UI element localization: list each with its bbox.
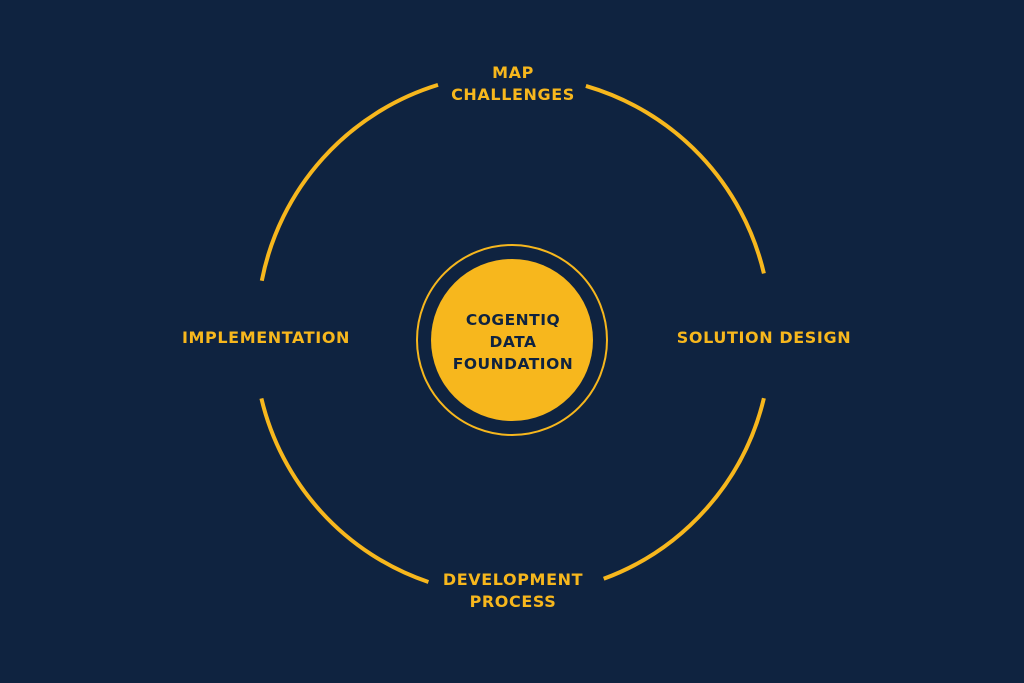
- stage-bottom-line-2: PROCESS: [469, 592, 557, 611]
- stage-left-line-1: IMPLEMENTATION: [181, 328, 351, 347]
- ring-arc-bottom-left: [259, 397, 430, 584]
- stage-top-line-1: MAP: [492, 63, 534, 82]
- ring-arc-top-right: [585, 83, 766, 274]
- center-outer-ring: [416, 244, 608, 436]
- ring-arc-bottom-right: [603, 397, 766, 581]
- stage-right-line-1: SOLUTION DESIGN: [676, 328, 852, 347]
- center-label-line-2: DATA: [489, 333, 537, 351]
- stage-label-map-challenges: MAP CHALLENGES: [432, 62, 594, 106]
- ring-arc-top-left: [259, 82, 439, 282]
- stage-bottom-line-1: DEVELOPMENT: [442, 570, 584, 589]
- stage-label-development-process: DEVELOPMENT PROCESS: [432, 569, 594, 613]
- center-hub: [431, 259, 593, 421]
- stage-top-line-2: CHALLENGES: [451, 85, 575, 104]
- center-hub-label: COGENTIQ DATA FOUNDATION: [432, 299, 594, 385]
- center-label-line-3: FOUNDATION: [452, 355, 574, 373]
- center-label-line-1: COGENTIQ: [465, 311, 561, 329]
- stage-label-implementation: IMPLEMENTATION: [176, 327, 356, 349]
- stage-label-solution-design: SOLUTION DESIGN: [672, 327, 856, 349]
